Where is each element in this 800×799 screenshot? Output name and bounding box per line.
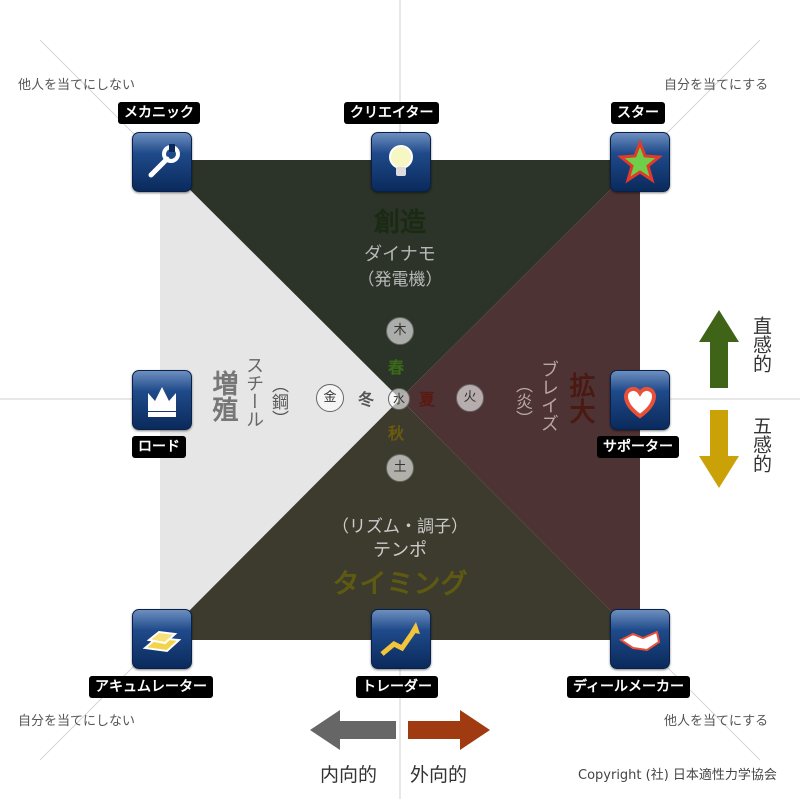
tag-accumulator: アキュムレーター <box>89 676 213 698</box>
copyright: Copyright (社) 日本適性力学協会 <box>578 768 777 783</box>
top-region-paren: （発電機） <box>357 270 443 290</box>
legend-extrovert: 外向的 <box>410 764 468 786</box>
caption-top-left: 他人を当てにしない <box>18 78 136 93</box>
top-region-title: 創造 <box>373 208 426 238</box>
star-icon <box>610 132 670 192</box>
wrench-icon <box>132 132 192 192</box>
season-summer: 夏 <box>419 390 436 409</box>
element-fire: 火 <box>456 384 484 412</box>
element-metal: 金 <box>316 384 344 412</box>
season-spring: 春 <box>388 358 405 377</box>
legend-intuition: 直感的 <box>750 316 772 373</box>
bottom-region-paren: （リズム・調子） <box>332 517 468 537</box>
tag-mechanic: メカニック <box>118 102 200 124</box>
top-region <box>160 160 640 399</box>
caption-top-right: 自分を当てにする <box>664 78 769 93</box>
tag-star: スター <box>611 102 665 124</box>
bottom-region-sub: テンポ <box>373 540 427 561</box>
caption-bottom-left: 自分を当てにしない <box>18 714 136 729</box>
tag-creator: クリエイター <box>344 102 440 124</box>
element-water: 水 <box>388 388 410 410</box>
tag-dealmaker: ディールメーカー <box>567 676 691 698</box>
element-earth: 土 <box>386 454 414 482</box>
tag-supporter: サポーター <box>597 436 679 458</box>
growth-chart-icon <box>371 609 431 669</box>
right-region-paren: （炎） <box>512 376 532 427</box>
legend-introvert: 内向的 <box>320 764 378 786</box>
right-region-sub: ブレイズ <box>538 360 559 432</box>
bottom-region-title: タイミング <box>332 569 468 600</box>
element-wood: 木 <box>386 317 414 345</box>
left-arrow <box>310 710 396 750</box>
gold-bars-icon <box>132 609 192 669</box>
left-region-paren: （鋼） <box>268 376 288 427</box>
crown-icon <box>132 370 192 430</box>
heart-icon <box>610 370 670 430</box>
left-region-title: 増殖 <box>208 370 238 422</box>
top-region-sub: ダイナモ <box>364 244 436 265</box>
light-bulb-icon <box>371 132 431 192</box>
season-autumn: 秋 <box>388 424 405 443</box>
left-region-sub: スチール <box>243 356 264 428</box>
season-winter: 冬 <box>358 390 375 409</box>
left-region <box>160 160 400 640</box>
down-arrow <box>699 410 739 488</box>
up-arrow <box>699 310 739 388</box>
caption-bottom-right: 他人を当てにする <box>664 714 769 729</box>
tag-lord: ロード <box>132 436 186 458</box>
handshake-icon <box>610 609 670 669</box>
tag-trader: トレーダー <box>356 676 438 698</box>
legend-five-senses: 五感的 <box>750 416 772 473</box>
right-region-title: 拡大 <box>565 372 595 424</box>
bottom-region <box>160 399 640 640</box>
right-region <box>400 160 640 640</box>
right-arrow <box>408 710 490 750</box>
